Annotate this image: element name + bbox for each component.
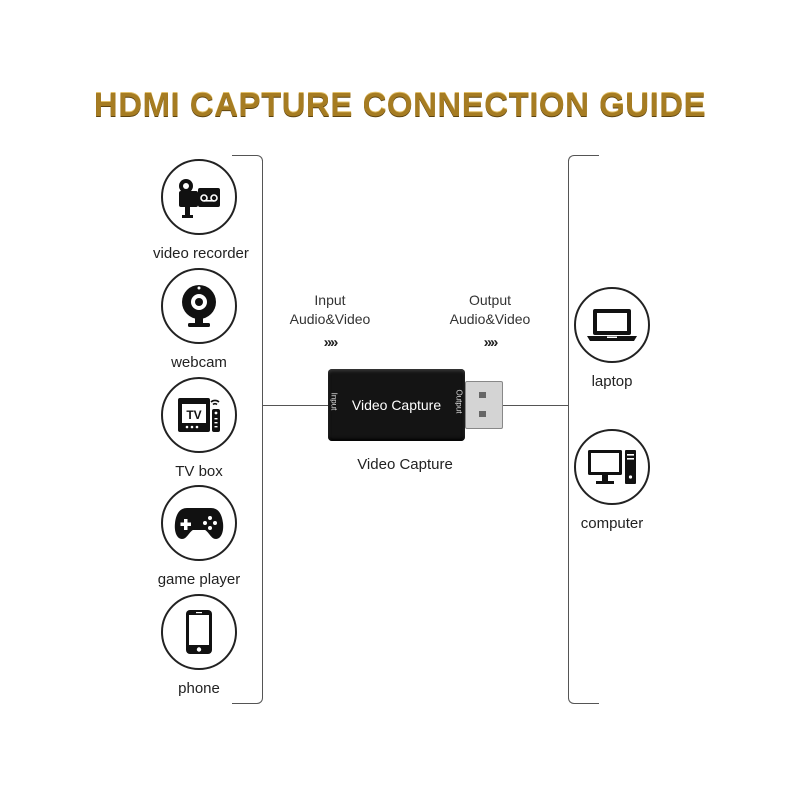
tv-box-label: TV box: [175, 463, 223, 480]
video-capture-caption: Video Capture: [357, 456, 453, 473]
output-flow-arrow-icon: »»: [483, 334, 499, 351]
gamepad-icon: [161, 485, 237, 561]
game-player-label: game player: [157, 571, 241, 588]
tv-box-icon: TV: [161, 377, 237, 453]
input-flow-line2: Audio&Video: [289, 311, 371, 327]
input-device-webcam: webcam: [153, 268, 245, 371]
input-device-tv-box: TV TV box: [153, 377, 245, 480]
laptop-label: laptop: [591, 373, 633, 390]
output-device-laptop: laptop: [566, 287, 658, 390]
input-device-phone: phone: [153, 594, 245, 697]
input-device-video-recorder: video recorder: [153, 159, 249, 262]
webcam-icon: [161, 268, 237, 344]
computer-label: computer: [580, 515, 644, 532]
input-device-game-player: game player: [153, 485, 245, 588]
usb-plug-icon: [465, 381, 503, 429]
computer-icon: [574, 429, 650, 505]
input-flow-arrow-icon: »»: [323, 334, 339, 351]
video-capture-device-name: Video Capture: [351, 397, 442, 413]
output-flow-line1: Output: [468, 292, 512, 308]
video-capture-device: Input Video Capture Output: [328, 369, 465, 441]
output-flow-line2: Audio&Video: [449, 311, 531, 327]
webcam-label: webcam: [171, 354, 227, 371]
right-bracket: [568, 155, 599, 704]
output-flow-label: Output Audio&Video »»: [435, 291, 545, 352]
tv-box-badge: TV: [186, 408, 201, 422]
input-connector-line: [263, 405, 329, 406]
laptop-icon: [574, 287, 650, 363]
output-port-label: Output: [454, 389, 464, 414]
video-recorder-label: video recorder: [153, 245, 249, 262]
left-bracket: [232, 155, 263, 704]
output-connector-line: [501, 405, 569, 406]
output-device-computer: computer: [566, 429, 658, 532]
phone-icon: [161, 594, 237, 670]
page-title: HDMI CAPTURE CONNECTION GUIDE: [93, 86, 707, 123]
phone-label: phone: [178, 680, 220, 697]
input-flow-line1: Input: [314, 292, 346, 308]
input-flow-label: Input Audio&Video »»: [275, 291, 385, 352]
video-recorder-icon: [161, 159, 237, 235]
